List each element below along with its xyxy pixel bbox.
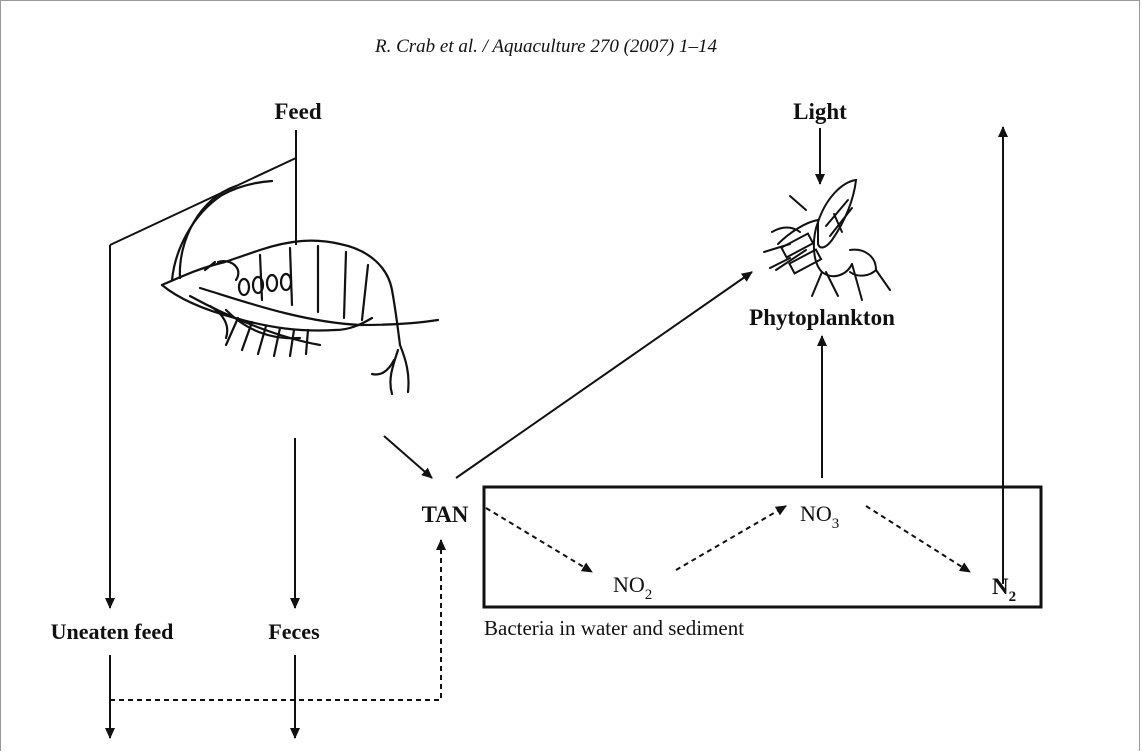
label-tan: TAN [422,502,469,527]
arrow-no3-to-n2 [866,506,970,572]
label-feed: Feed [274,99,321,124]
shrimp-illustration [162,181,438,394]
arrow-tan-to-no2 [486,508,592,572]
arrow-tan-to-phytoplankton [456,272,752,478]
label-bacteria-box: Bacteria in water and sediment [484,616,744,640]
bacteria-box [484,487,1041,607]
feed-lines [110,130,296,245]
citation-header: R. Crab et al. / Aquaculture 270 (2007) … [374,36,717,57]
phytoplankton-illustration [764,180,890,300]
arrow-no2-to-no3 [676,506,786,570]
label-phytoplankton: Phytoplankton [749,305,895,330]
label-uneaten-feed: Uneaten feed [51,619,174,644]
label-light: Light [793,99,847,124]
label-feces: Feces [268,619,320,644]
label-no2: NO2 [613,572,652,603]
label-no3: NO3 [800,501,839,532]
arrow-shrimp-to-tan [384,436,432,478]
label-n2: N2 [992,574,1016,605]
